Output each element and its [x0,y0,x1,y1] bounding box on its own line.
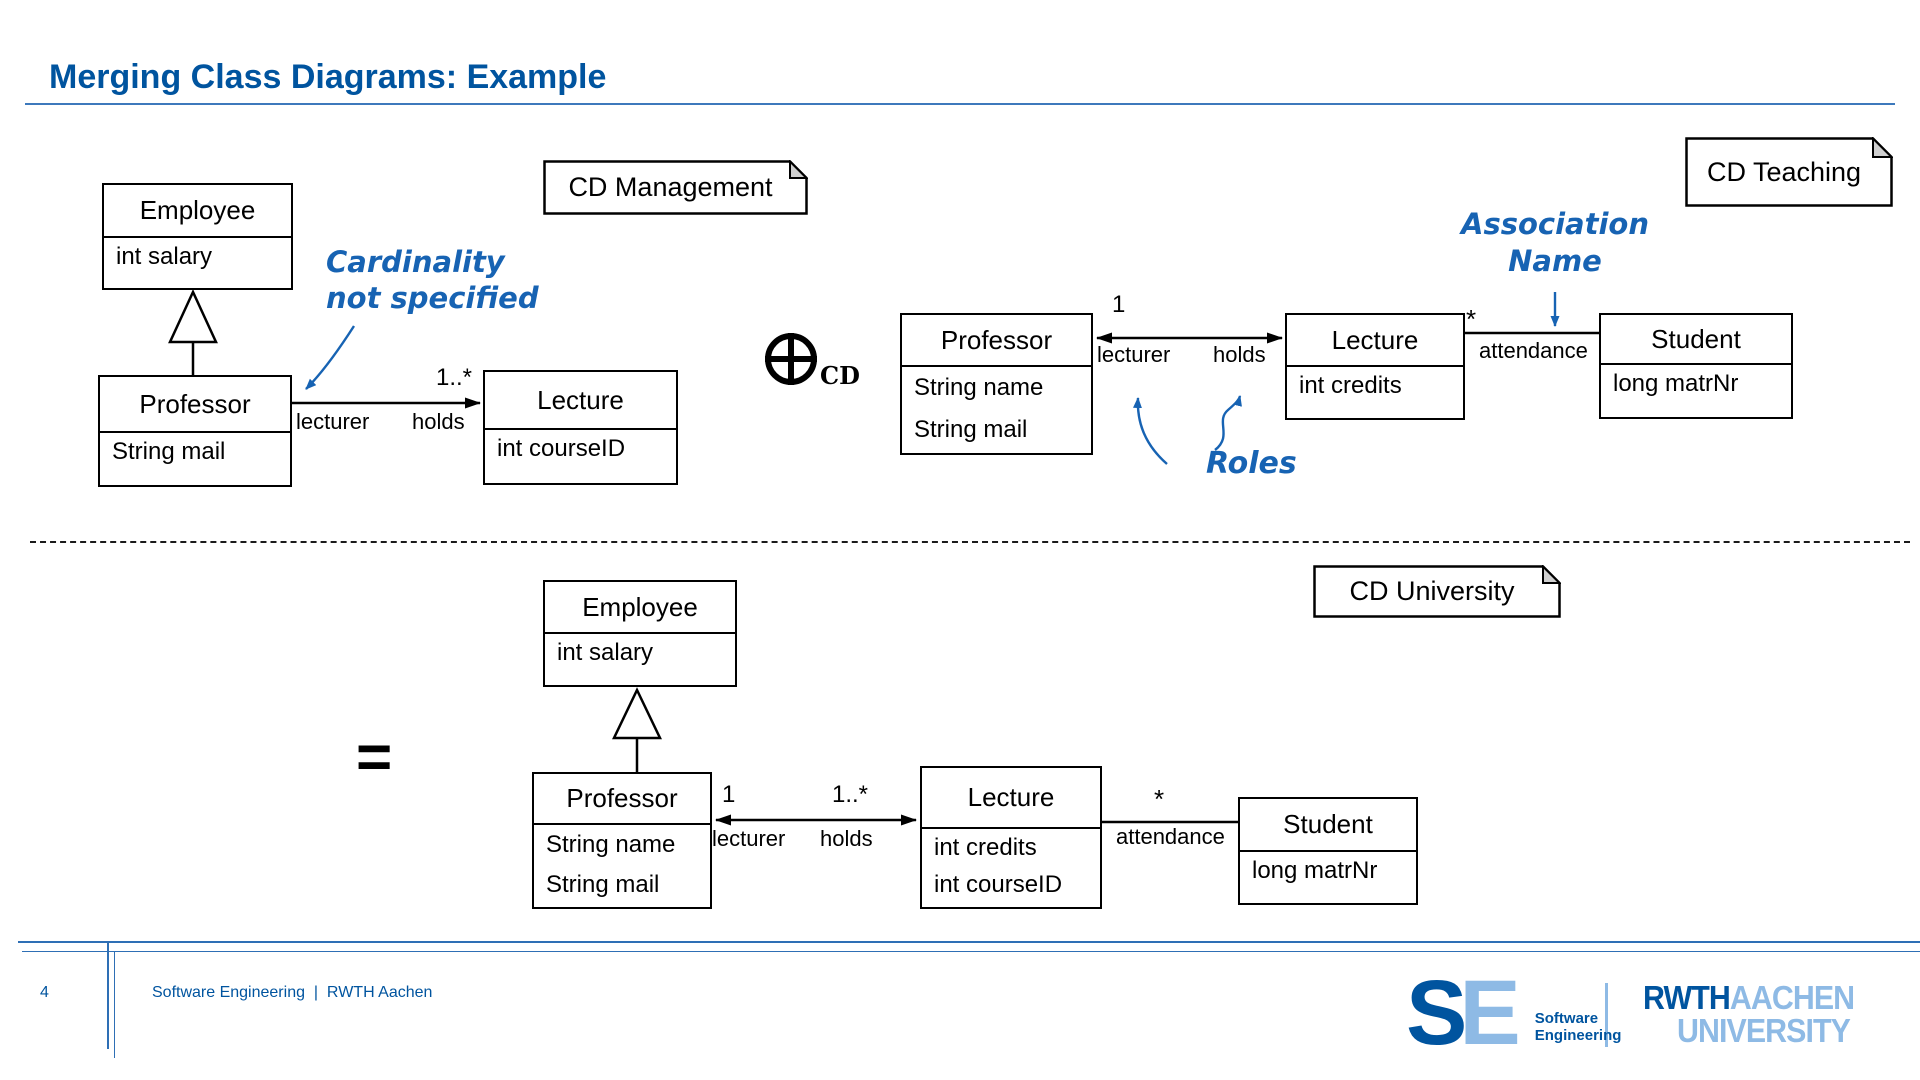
class-attribute: long matrNr [1613,370,1739,397]
page-title: Merging Class Diagrams: Example [49,58,607,96]
class-attribute: String mail [914,416,1028,443]
note-label: CD Teaching [1706,156,1862,187]
annotation-line: Cardinality [326,245,505,279]
cardinality-label: * [1466,304,1477,334]
class-professor-teaching: Professor String name String mail [900,313,1093,455]
class-attribute: String name [914,374,1044,401]
class-title: Professor [100,377,290,433]
roles-arrow-left [1132,397,1168,465]
se-caption-line: Software [1534,1010,1599,1027]
class-attribute: String mail [546,871,660,898]
section-divider [30,541,1910,543]
annotation-association-name: Association Name [1448,206,1662,280]
equals-sign: = [356,723,393,792]
association-label-holds: holds [412,409,465,434]
annotation-roles: Roles [1206,446,1297,481]
class-employee-university: Employee int salary [543,580,737,687]
se-logo-s: S [1406,962,1468,1064]
cardinality-label: 1..* [832,781,869,808]
class-student-teaching: Student long matrNr [1599,313,1793,419]
footer-affiliation: Software Engineering | RWTH Aachen [152,984,433,1001]
note-shape [1685,137,1893,207]
class-lecture-management: Lecture int courseID [483,370,678,485]
class-attribute: String name [546,831,676,858]
footer-vertical-rule-2 [114,951,115,1058]
se-logo-caption: Software Engineering [1535,1010,1622,1047]
annotation-line: Association [1461,207,1649,241]
merge-operator-icon [765,333,817,385]
annotation-line: not specified [326,281,539,315]
association-label-attendance: attendance [1116,824,1225,849]
class-professor-management: Professor String mail [98,375,292,487]
inheritance-triangle-management [168,289,218,344]
se-logo: S E Software Engineering [1406,962,1622,1064]
merge-operator-subscript: CD [820,361,860,390]
class-attribute: int credits [1299,372,1402,399]
class-title: Employee [104,185,291,238]
cardinality-arrow [305,325,356,390]
class-title: Student [1601,315,1791,365]
class-title: Lecture [485,372,676,430]
logo-divider [1605,983,1608,1047]
association-label-attendance: attendance [1479,338,1588,363]
note-label: CD Management [568,172,773,202]
rwth-logo: RWTHAACHEN UNIVERSITY [1643,979,1855,1049]
page-number: 4 [40,984,49,1001]
class-attribute: int credits [934,834,1037,861]
inheritance-triangle-university [612,687,662,740]
se-logo-e: E [1459,962,1521,1064]
class-title: Professor [534,774,710,825]
se-caption-line: Engineering [1534,1027,1622,1044]
class-attribute: String mail [112,438,226,465]
cardinality-label: 1 [1112,291,1126,318]
footer-vertical-rule-1 [107,941,109,1049]
class-title: Student [1240,799,1416,852]
rwth-logo-line1: RWTHAACHEN [1643,979,1855,1016]
annotation-cardinality: Cardinality not specified [326,244,539,316]
note-cd-teaching: CD Teaching [1685,137,1893,207]
footer-rule-bottom [22,951,1920,952]
class-attribute: int courseID [934,871,1063,898]
cardinality-label: * [1154,784,1165,814]
cardinality-label: 1 [722,781,736,808]
role-label-lecturer: lecturer [296,409,370,434]
roles-arrow-right [1214,395,1242,451]
class-title: Employee [545,582,735,634]
class-lecture-university: Lecture int credits int courseID [920,766,1102,909]
role-label-lecturer: lecturer [1097,342,1171,367]
class-attribute: int salary [557,639,654,666]
rwth-logo-rwth: RWTH [1643,979,1731,1016]
class-lecture-teaching: Lecture int credits [1285,313,1465,420]
note-cd-management: CD Management [543,160,808,215]
class-title: Lecture [1287,315,1463,367]
class-attribute: int salary [116,243,213,270]
annotation-line: Name [1508,244,1602,278]
note-label: CD University [1349,576,1515,606]
rwth-logo-university: UNIVERSITY [1676,1012,1851,1049]
note-cd-university: CD University [1313,565,1561,618]
class-title: Lecture [922,768,1100,829]
note-shape [543,160,808,215]
footer-rule-top [18,941,1920,943]
role-label-lecturer: lecturer [712,826,786,851]
association-label-holds: holds [1213,342,1266,367]
class-title: Professor [902,315,1091,367]
cardinality-label: 1..* [436,364,473,391]
association-label-holds: holds [820,826,873,851]
rwth-logo-aachen: AACHEN [1729,979,1855,1016]
class-attribute: int courseID [497,435,626,462]
title-rule [25,103,1895,105]
class-professor-university: Professor String name String mail [532,772,712,909]
note-shape [1313,565,1561,618]
class-student-university: Student long matrNr [1238,797,1418,905]
class-employee-management: Employee int salary [102,183,293,290]
class-attribute: long matrNr [1252,857,1378,884]
